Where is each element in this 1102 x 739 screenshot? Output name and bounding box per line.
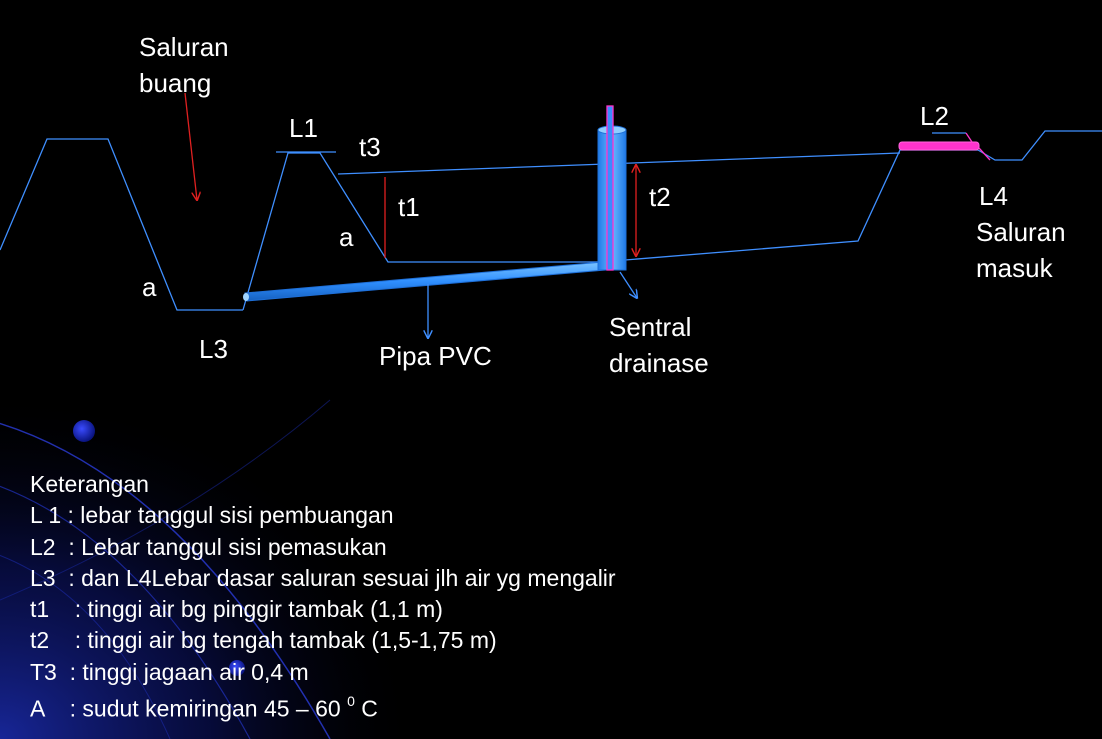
label-sentral-drainase-line2: drainase bbox=[609, 348, 709, 378]
central-drain-pipe bbox=[597, 105, 627, 271]
l4-leader bbox=[978, 147, 991, 161]
legend-item-a-degree: 0 bbox=[347, 693, 355, 710]
red-dimension-arrows bbox=[184, 92, 636, 258]
legend-title: Keterangan bbox=[30, 471, 149, 497]
label-a-right: a bbox=[339, 222, 354, 252]
pvc-pipe-end bbox=[243, 293, 249, 301]
pvc-pipe-body bbox=[244, 261, 606, 302]
sentral-drainase-arrow bbox=[619, 271, 637, 298]
label-saluran-masuk-line1: Saluran bbox=[976, 217, 1066, 247]
legend-item-a-prefix: A : sudut kemiringan 45 – 60 bbox=[30, 695, 348, 722]
saluran-buang-arrow bbox=[184, 92, 197, 200]
orbit-arc bbox=[0, 485, 251, 739]
label-t3: t3 bbox=[359, 132, 381, 162]
label-saluran-buang-line2: buang bbox=[139, 68, 211, 98]
central-drain-inner-pipe bbox=[606, 105, 614, 271]
label-l1: L1 bbox=[289, 113, 318, 143]
label-a-left: a bbox=[142, 272, 157, 302]
legend-item-a-suffix: C bbox=[354, 695, 378, 722]
label-l4: L4 bbox=[979, 181, 1008, 211]
pond-profile bbox=[0, 130, 1102, 311]
legend-item-t3: T3 : tinggi jagaan air 0,4 m bbox=[30, 658, 309, 685]
discharge-dike-outline bbox=[242, 152, 598, 311]
orbit-dot bbox=[73, 420, 95, 442]
orbit-arc bbox=[0, 399, 331, 601]
pvc-pipe bbox=[243, 261, 606, 302]
legend-keterangan: Keterangan L 1 : lebar tanggul sisi pemb… bbox=[30, 469, 616, 725]
left-dike-outline bbox=[0, 138, 243, 311]
legend-item-t1: t1 : tinggi air bg pinggir tambak (1,1 m… bbox=[30, 596, 443, 623]
label-t2: t2 bbox=[649, 182, 671, 212]
l2-leader bbox=[965, 132, 973, 143]
orbit-arc bbox=[0, 554, 171, 739]
label-saluran-masuk-line2: masuk bbox=[976, 253, 1054, 283]
legend-item-l1: L 1 : lebar tanggul sisi pembuangan bbox=[30, 502, 394, 529]
legend-item-l3-l4: L3 : dan L4Lebar dasar saluran sesuai jl… bbox=[30, 564, 616, 591]
legend-item-l2: L2 : Lebar tanggul sisi pemasukan bbox=[30, 533, 387, 560]
blue-pointer-arrows bbox=[428, 271, 637, 338]
label-t1: t1 bbox=[398, 192, 420, 222]
legend-item-t2: t2 : tinggi air bg tengah tambak (1,5-1,… bbox=[30, 627, 497, 654]
legend-item-a: A : sudut kemiringan 45 – 60 0 C bbox=[30, 688, 616, 725]
inlet-channel-outline bbox=[977, 130, 1102, 161]
label-pipa-pvc: Pipa PVC bbox=[379, 341, 492, 371]
l2-magenta-bar bbox=[898, 141, 980, 151]
background-decoration bbox=[0, 390, 420, 739]
label-l3: L3 bbox=[199, 334, 228, 364]
l2-dike-top-marker bbox=[898, 132, 991, 161]
label-sentral-drainase-line1: Sentral bbox=[609, 312, 691, 342]
orbit-dot bbox=[229, 660, 245, 676]
background-glow bbox=[0, 390, 420, 739]
label-l2: L2 bbox=[920, 101, 949, 131]
diagram-labels: Saluran buang L1 t3 t1 a a L3 Pipa PVC t… bbox=[139, 32, 1066, 378]
label-saluran-buang-line1: Saluran bbox=[139, 32, 229, 62]
orbit-arc bbox=[0, 422, 331, 739]
